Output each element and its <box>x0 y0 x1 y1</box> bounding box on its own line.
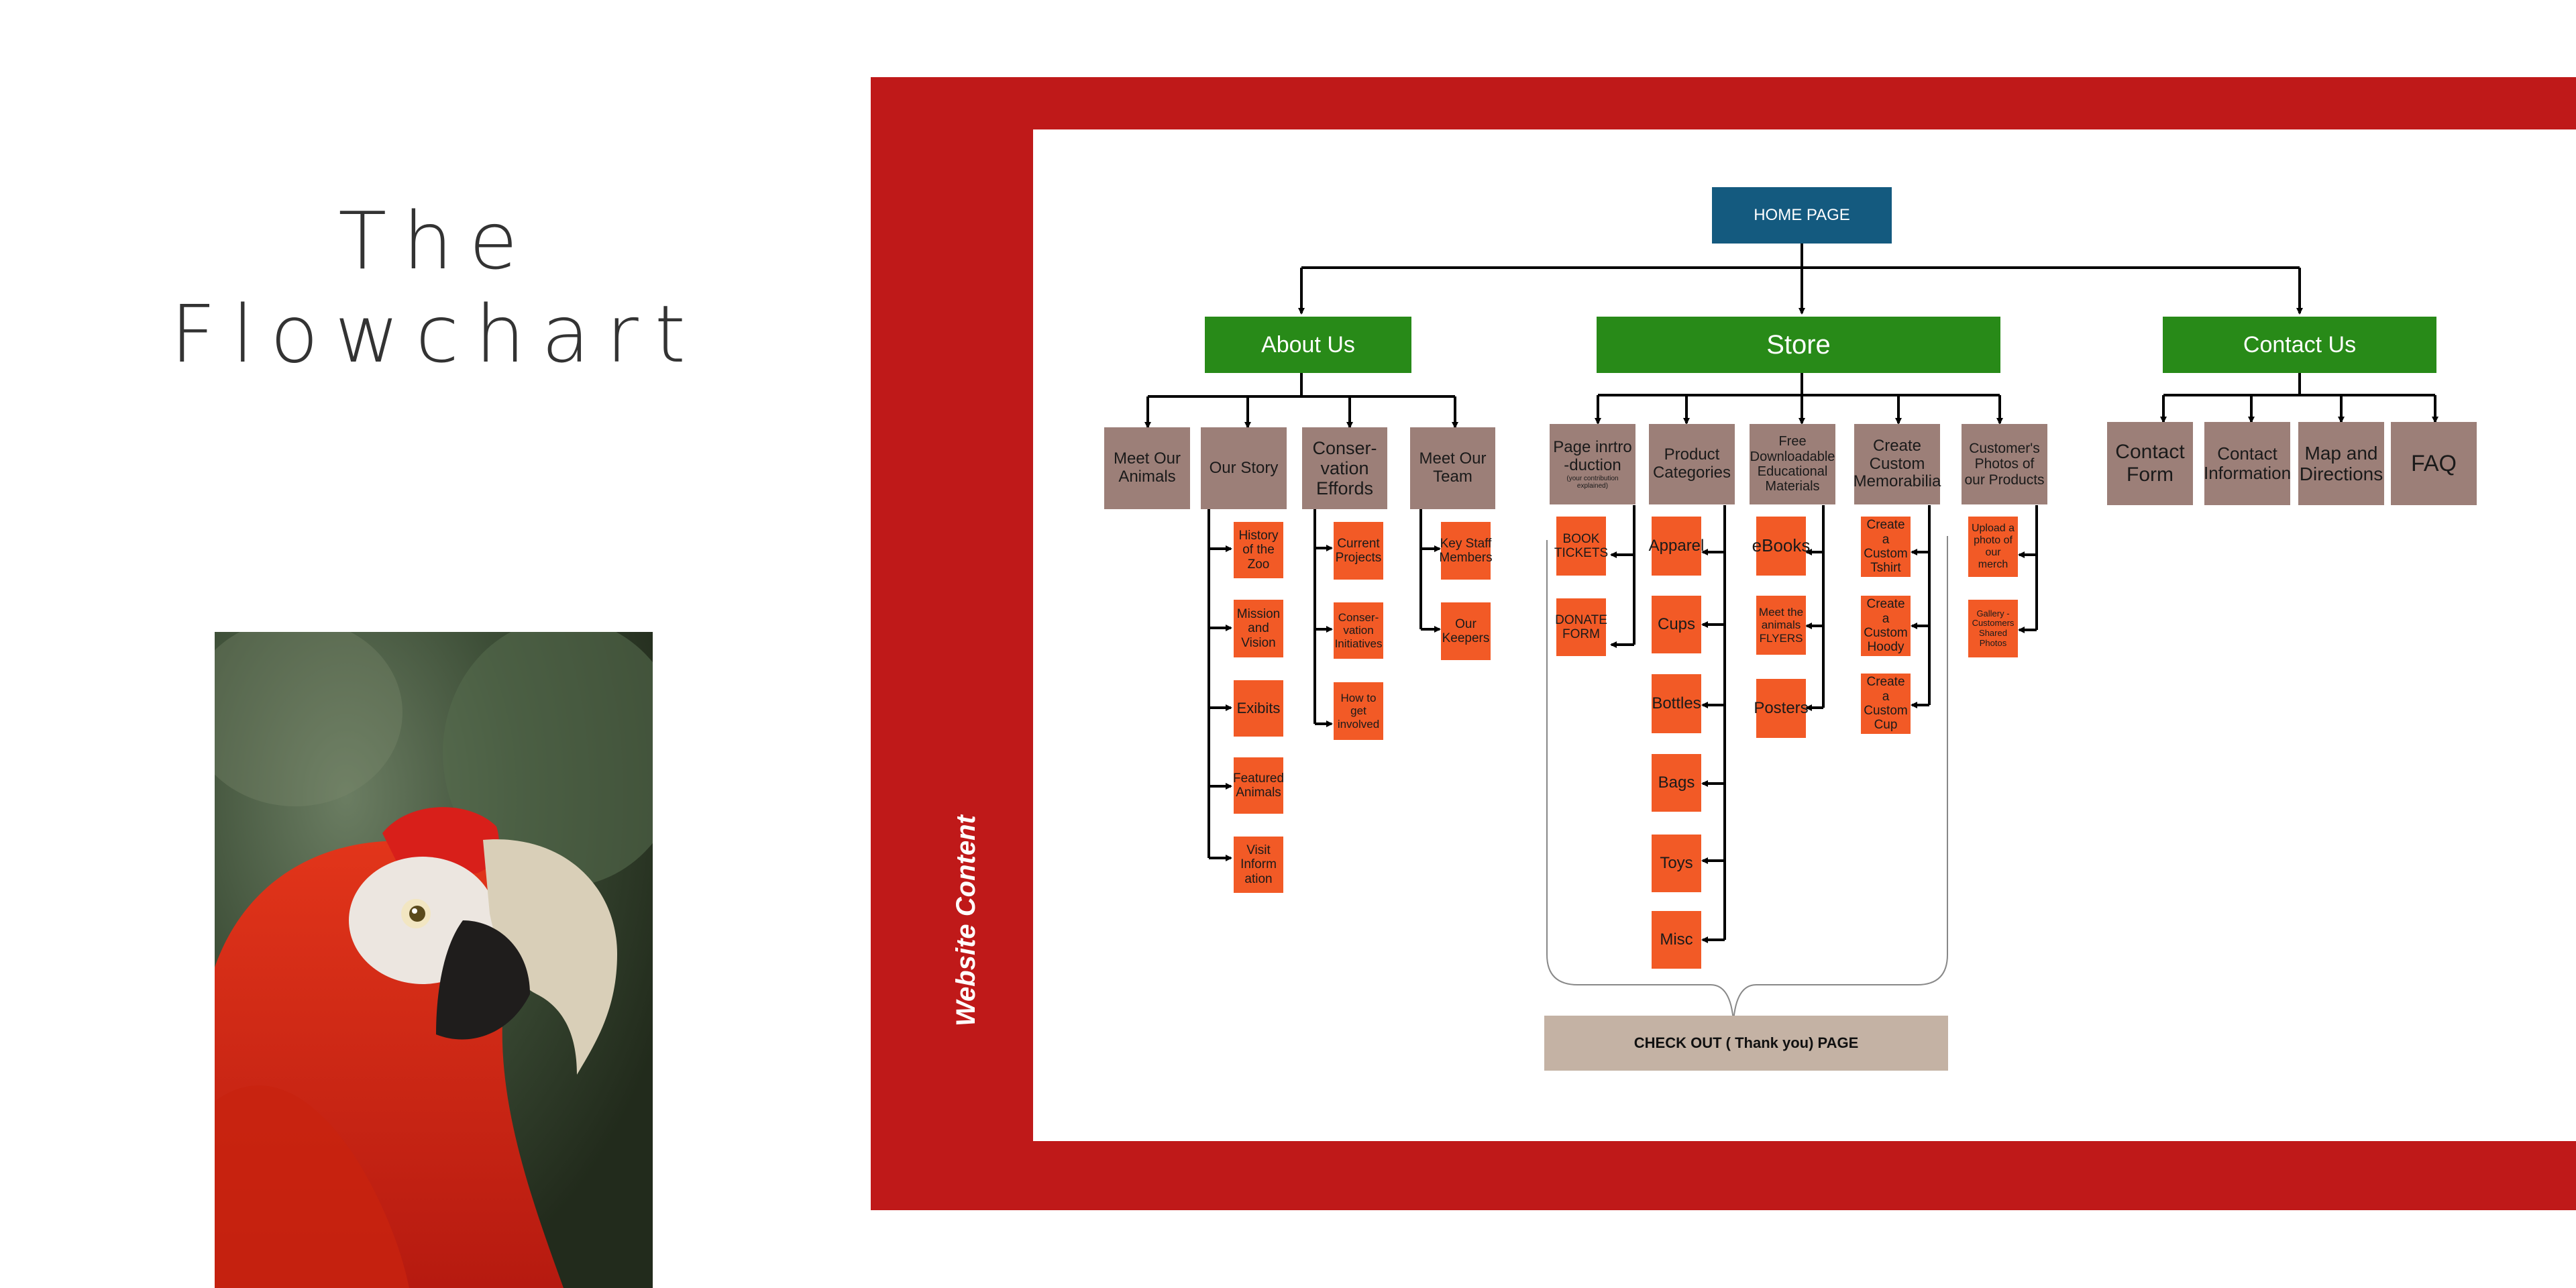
intro-item: BOOK TICKETS <box>1554 517 1608 576</box>
page-title: The Flowchart <box>148 195 724 381</box>
story-item: Visit Inform ation <box>1234 837 1283 893</box>
conservation-effords-box: Conser-vation Effords <box>1302 427 1387 509</box>
category-item: Bottles <box>1652 674 1701 733</box>
story-item: Mission and Vision <box>1234 600 1283 657</box>
category-item: Apparel <box>1649 517 1704 576</box>
free-item: Meet the animals FLYERS <box>1756 596 1806 655</box>
category-item: Misc <box>1652 911 1701 969</box>
story-item: Featured Animals <box>1233 757 1284 814</box>
our-story-box: Our Story <box>1201 427 1287 509</box>
title-line-1: The <box>338 195 534 287</box>
flowchart-connectors <box>1144 244 2438 1022</box>
home-page-box: HOME PAGE <box>1712 187 1892 244</box>
parrot-photo <box>215 632 653 1288</box>
contact-us-box: Contact Us <box>2163 317 2436 373</box>
store-box: Store <box>1597 317 2000 373</box>
page-introduction-note: (your contribution explained) <box>1566 474 1619 490</box>
parrot-illustration <box>215 632 653 1288</box>
meet-our-team-box: Meet Our Team <box>1410 427 1495 509</box>
meet-our-animals-box: Meet Our Animals <box>1104 427 1190 509</box>
free-item: eBooks <box>1752 517 1810 576</box>
free-item: Posters <box>1754 679 1809 738</box>
team-item: Key Staff Members <box>1439 522 1493 580</box>
photo-item: Gallery - Customers Shared Photos <box>1968 600 2018 657</box>
free-materials-box: Free Downloadable Educational Materials <box>1750 424 1835 504</box>
page-introduction-label: Page inrtro -duction <box>1553 437 1632 474</box>
contact-form-box: Contact Form <box>2107 422 2193 505</box>
category-item: Cups <box>1652 596 1701 653</box>
title-line-2: Flowchart <box>170 288 702 381</box>
faq-box: FAQ <box>2391 422 2477 505</box>
about-us-box: About Us <box>1205 317 1411 373</box>
custom-memorabilia-box: Create Custom Memorabilia <box>1854 424 1941 504</box>
customer-photos-box: Customer's Photos of our Products <box>1962 424 2047 504</box>
custom-item: Create a Custom Tshirt <box>1861 517 1911 577</box>
checkout-page-box: CHECK OUT ( Thank you) PAGE <box>1544 1016 1948 1071</box>
category-item: Bags <box>1652 754 1701 812</box>
map-directions-box: Map and Directions <box>2298 422 2384 505</box>
conservation-item: Current Projects <box>1334 522 1383 580</box>
story-item: History of the Zoo <box>1234 522 1283 578</box>
page-introduction-box: Page inrtro -duction (your contribution … <box>1550 424 1635 504</box>
intro-item: DONATE FORM <box>1555 598 1607 656</box>
custom-item: Create a Custom Hoody <box>1861 596 1911 656</box>
conservation-item: Conser-vation Initiatives <box>1334 602 1383 659</box>
photo-item: Upload a photo of our merch <box>1968 517 2018 577</box>
conservation-item: How to get involved <box>1334 682 1383 740</box>
custom-item: Create a Custom Cup <box>1861 674 1911 734</box>
team-item: Our Keepers <box>1441 602 1491 660</box>
category-item: Toys <box>1652 835 1701 892</box>
story-item: Exibits <box>1234 680 1283 737</box>
website-content-label: Website Content <box>951 815 981 1026</box>
product-categories-box: Product Categories <box>1649 424 1735 504</box>
contact-information-box: Contact Information <box>2204 422 2291 505</box>
